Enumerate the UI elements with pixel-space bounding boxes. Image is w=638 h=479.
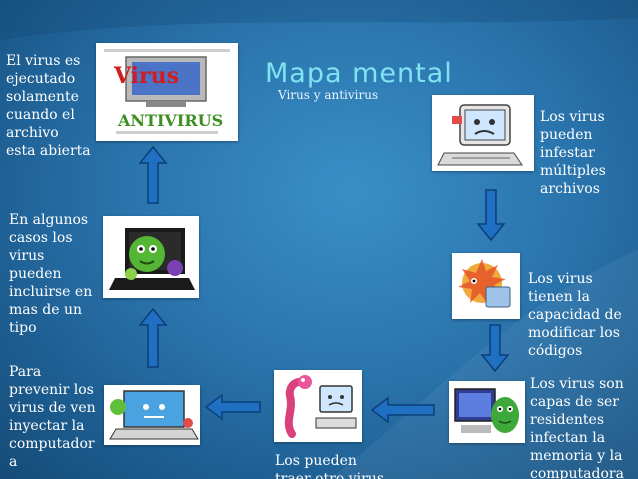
virus-attacking-icon <box>452 253 520 319</box>
green-virus-monster-icon <box>103 216 199 298</box>
note-multiple-types: En algunos casos los virus pueden inclui… <box>9 212 93 336</box>
note-modify-code: Los virus tienen la capacidad de modific… <box>528 271 622 359</box>
laptop-virus-icon <box>104 385 200 445</box>
note-resident: Los virus son capas de ser residentes in… <box>530 376 624 479</box>
arrow-left-left <box>204 393 261 421</box>
slide-title: Mapa mental <box>265 58 453 89</box>
arrow-left-right <box>370 396 435 424</box>
arrow-down-top <box>476 189 506 242</box>
arrow-down-bottom <box>480 324 510 373</box>
logo-text-virus: Virus <box>113 63 179 89</box>
worm-computer-icon <box>274 370 362 442</box>
computer-bug-icon <box>449 381 525 443</box>
logo-text-antivirus: ANTIVIRUS <box>117 111 223 130</box>
sick-computer-icon <box>432 95 534 171</box>
arrow-up-top <box>138 145 168 204</box>
slide-subtitle: Virus y antivirus <box>278 88 379 102</box>
virus-antivirus-logo: Virus ANTIVIRUS <box>96 43 238 141</box>
note-file-open: El virus es ejecutado solamente cuando e… <box>6 53 91 159</box>
note-infect-files: Los virus pueden infestar múltiples arch… <box>540 109 606 197</box>
note-prevent: Para prevenir los virus de ven inyectar … <box>9 364 96 470</box>
arrow-up-middle <box>138 307 168 368</box>
note-bring-virus: Los pueden traer otro virus <box>275 453 384 479</box>
